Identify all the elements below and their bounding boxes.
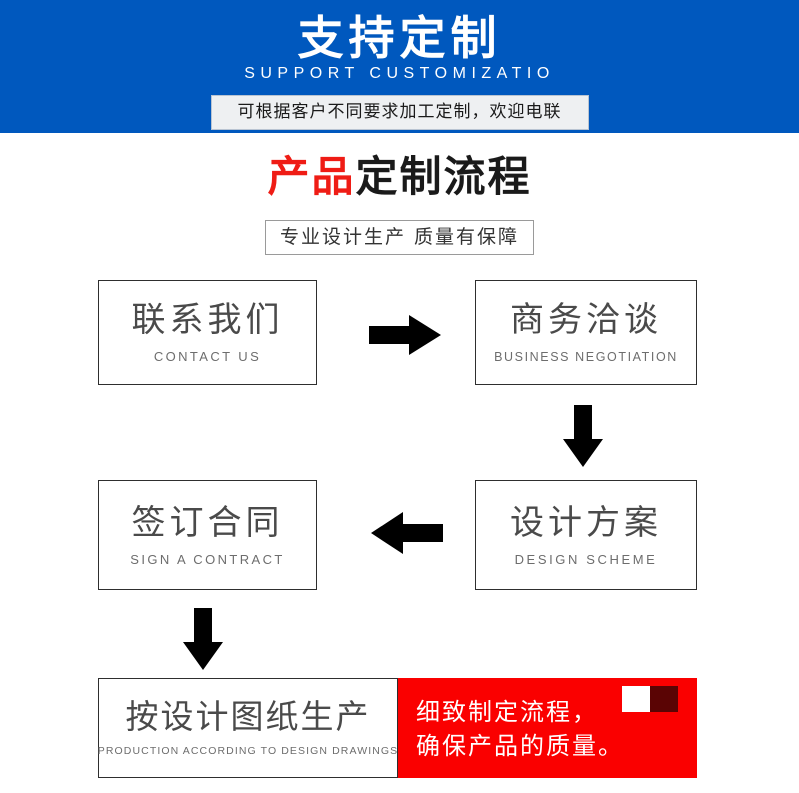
highlight-panel: 细致制定流程， 确保产品的质量。 [398,678,697,778]
flow-step-sign-a-contract: 签订合同 SIGN A CONTRACT [98,480,317,590]
flow-step-label-cn: 联系我们 [131,300,284,340]
flow-step-label-cn: 签订合同 [131,502,284,543]
flow-step-label-cn: 商务洽谈 [510,300,662,340]
flow-step-production-according-to-design-drawings: 按设计图纸生产 PRODUCTION ACCORDING TO DESIGN D… [98,678,398,778]
flow-step-label-cn: 设计方案 [510,502,662,543]
page-title-red: 产品 [267,152,356,201]
page-title: 产品定制流程 [0,152,799,202]
flow-step-business-negotiation: 商务洽谈 BUSINESS NEGOTIATION [475,280,697,385]
flow-step-label-en: DESIGN SCHEME [514,551,658,567]
page-subtitle-container: 专业设计生产 质量有保障 [0,220,799,255]
banner-title-en: SUPPORT CUSTOMIZATIO [244,65,555,82]
flow-step-label-en: PRODUCTION ACCORDING TO DESIGN DRAWINGS [97,745,399,757]
bottom-row: 按设计图纸生产 PRODUCTION ACCORDING TO DESIGN D… [98,678,697,778]
highlight-text: 细致制定流程， 确保产品的质量。 [416,695,624,763]
flow-step-contact-us: 联系我们 CONTACT US [98,280,317,385]
arrow-right-icon [369,315,441,355]
flow-step-label-en: CONTACT US [153,349,262,364]
arrow-down-icon [183,608,223,670]
arrow-down-icon [563,405,603,467]
banner-pill-text: 可根据客户不同要求加工定制，欢迎电联 [210,95,589,130]
flow-step-label-en: SIGN A CONTRACT [130,551,285,567]
arrow-left-icon [371,512,443,554]
square-dark-icon [650,686,678,712]
header-banner: 支持定制 SUPPORT CUSTOMIZATIO 可根据客户不同要求加工定制，… [0,0,799,133]
highlight-line-2: 确保产品的质量。 [416,732,624,760]
decorative-squares [622,686,678,712]
highlight-line-1: 细致制定流程， [416,698,598,726]
banner-title-cn: 支持定制 [297,11,502,65]
flow-step-label-cn: 按设计图纸生产 [125,697,371,736]
flow-step-label-en: BUSINESS NEGOTIATION [494,350,678,364]
flow-step-design-scheme: 设计方案 DESIGN SCHEME [475,480,697,590]
square-white-icon [622,686,650,712]
page-subtitle: 专业设计生产 质量有保障 [264,220,535,255]
banner-pill-container: 可根据客户不同要求加工定制，欢迎电联 [0,95,799,130]
page-title-dark: 定制流程 [355,152,532,201]
